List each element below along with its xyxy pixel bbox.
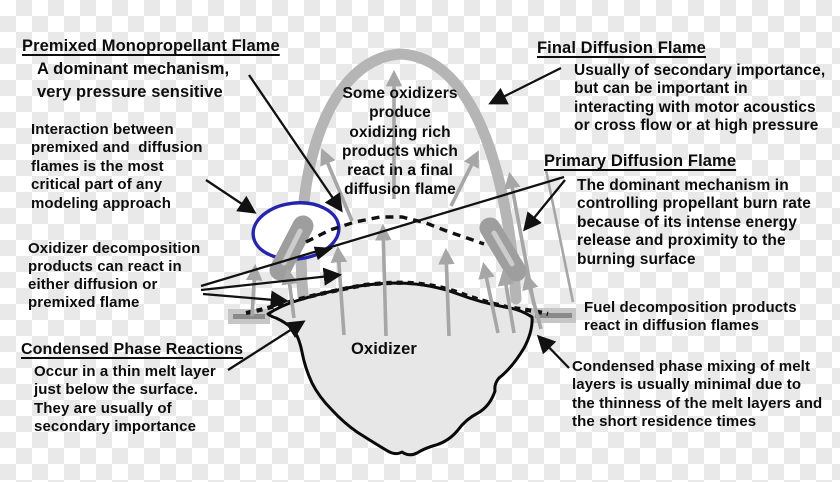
right-diffusion-flame-capsule [479,217,527,282]
gas-flow-arrows [245,69,543,337]
primary-note-label: The dominant mechanism in controlling pr… [577,177,811,268]
flow-arrow-upper-left [320,148,354,222]
pointer-decomp-surface [202,290,290,309]
mixing-note-label: Condensed phase mixing of melt layers is… [572,358,823,431]
pointer-long-arrowhead [313,246,333,260]
oxidizer-decomp-note-label: Oxidizer decomposition products can reac… [28,240,201,311]
premixed-note-label: A dominant mechanism, very pressure sens… [37,60,230,101]
pointer-final-diffusion [488,66,562,105]
left-diffusion-flame-capsule [269,215,314,281]
final-diffusion-flame-arch [295,48,522,305]
fuel-stream-line [544,169,575,303]
flow-arrow-center [375,223,392,337]
premixed-flame-dashed-line [305,215,485,246]
pointer-condensed-mixing [536,334,570,369]
flow-arrow-left-center [330,245,348,336]
pointer-arrows [200,66,570,371]
premixed-heading-label: Premixed Monopropellant Flame [22,37,280,55]
pointer-premixed-flame [248,74,343,213]
oxidizer-label: Oxidizer [351,340,417,358]
flow-arrow-upper-right [449,150,479,207]
interaction-note-label: Interaction between premixed and diffusi… [31,121,203,212]
pointer-condensed-phase [227,320,306,371]
pointer-long-primary-left [200,175,565,288]
final-heading-label: Final Diffusion Flame [537,39,706,57]
dome-note-label: Some oxidizers produce oxidizing rich pr… [342,85,458,199]
final-note-label: Usually of secondary importance, but can… [574,62,826,135]
fuel-note-label: Fuel decomposition products react in dif… [584,299,797,335]
flow-arrow-right-center [438,247,455,337]
condensed-heading-label: Condensed Phase Reactions [21,341,244,358]
pointer-decomp-diffusion [200,267,343,292]
left-binder-bar [228,309,270,324]
surface-melt-dashes [245,280,549,317]
flow-arrow-right-2 [497,268,516,334]
primary-heading-label: Primary Diffusion Flame [544,152,737,170]
flow-arrow-far-left [245,263,263,317]
pointer-interaction [205,179,257,214]
flow-arrow-right-bar [522,273,543,330]
flow-arrow-right-1 [478,261,500,334]
condensed-note-label: Occur in a thin melt layer just below th… [34,363,216,436]
pointer-primary-right-capsule [523,179,566,232]
